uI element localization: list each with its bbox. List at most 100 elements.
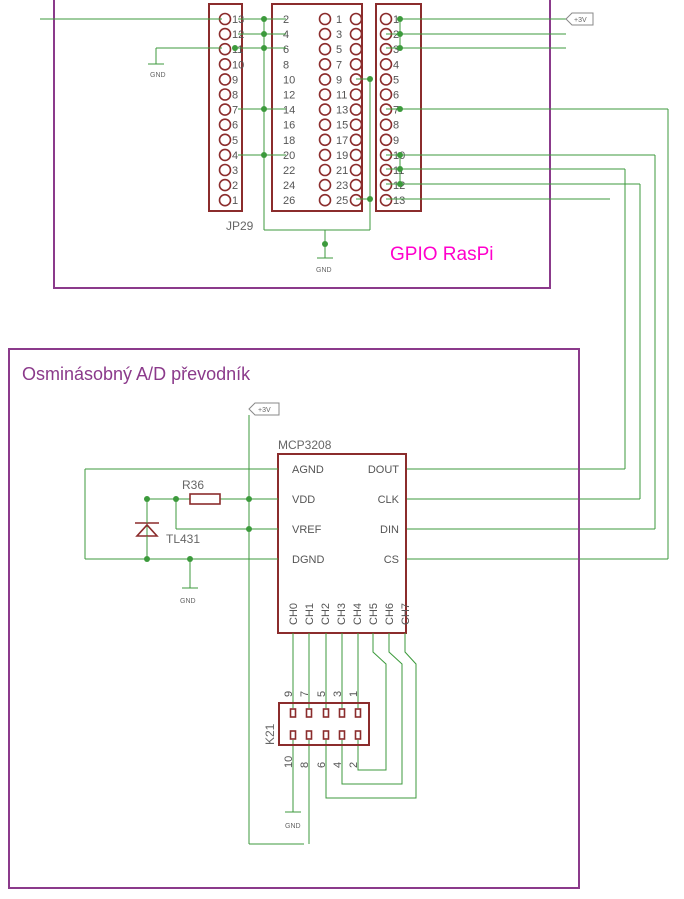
adc-wiring	[84, 415, 417, 845]
pin-number: 12	[283, 90, 295, 102]
header-pad	[218, 103, 232, 116]
supply-flag-3v: +3V	[248, 402, 280, 416]
gpio-sheet-frame	[53, 0, 551, 289]
adc-title: Osminásobný A/D převodník	[22, 364, 251, 384]
svg-text:TL431: TL431	[166, 532, 200, 546]
adc-pin-label: CH6	[384, 603, 396, 625]
pin-number: 2	[348, 762, 360, 768]
header-pad	[379, 178, 393, 192]
connector-pad	[305, 730, 313, 740]
header-pad	[318, 118, 332, 131]
svg-text:K21: K21	[263, 723, 277, 745]
adc-pin-label: AGND	[292, 464, 324, 476]
pin-number: 4	[332, 762, 344, 768]
header-pad	[318, 193, 332, 207]
pin-number: 4	[283, 29, 289, 41]
pin-number: 1	[348, 691, 360, 697]
pin-number: 2	[393, 29, 399, 41]
header-pad	[379, 58, 393, 71]
connector-pad	[338, 708, 346, 718]
pin-number: 10	[283, 74, 295, 86]
pin-number: 8	[393, 120, 399, 132]
header-pad	[318, 27, 332, 41]
pin-number: 18	[283, 135, 295, 147]
pin-number: 8	[283, 59, 289, 71]
pin-number: 2	[283, 14, 289, 26]
header-pad	[318, 103, 332, 116]
adc-pin-label: CH5	[368, 603, 380, 625]
svg-text:GND: GND	[316, 267, 332, 274]
svg-text:GND: GND	[150, 72, 166, 79]
header-pad	[349, 118, 363, 131]
adc-pin-label: VREF	[292, 524, 322, 536]
adc-pin-label: DGND	[292, 554, 324, 566]
adc-name: MCP3208	[278, 438, 332, 452]
gpio-title: GPIO RasPi	[390, 244, 493, 265]
header-pad	[379, 118, 393, 131]
header-pad	[349, 193, 363, 207]
adc-pin-label: DIN	[380, 524, 399, 536]
adc-pin-label: CH7	[400, 603, 412, 625]
pin-number: 11	[232, 44, 243, 56]
pin-number: 9	[232, 74, 238, 86]
pin-number: 4	[232, 150, 238, 162]
pin-number: 23	[336, 180, 348, 192]
pin-number: 10	[232, 59, 244, 71]
pin-number: 12	[232, 29, 244, 41]
connector-pad	[289, 730, 297, 740]
pin-number: 15	[336, 120, 348, 132]
reference-tl431: TL431	[135, 499, 200, 559]
header-pad	[379, 73, 393, 86]
pin-number: 6	[393, 90, 399, 102]
connector-pad	[305, 708, 313, 718]
pin-number: 14	[283, 105, 295, 117]
pin-number: 9	[393, 135, 399, 147]
pin-number: 9	[283, 691, 295, 697]
adc-pin-label: CH4	[352, 603, 364, 625]
header-pad	[349, 42, 363, 56]
pin-number: 20	[283, 150, 295, 162]
header-pad	[349, 163, 363, 177]
header-pad	[218, 88, 232, 101]
pin-number: 3	[332, 691, 344, 697]
svg-text:R36: R36	[182, 478, 204, 492]
header-pad	[318, 42, 332, 56]
svg-text:+3V: +3V	[258, 407, 271, 414]
header-pad	[218, 178, 232, 192]
pin-number: 16	[283, 120, 295, 132]
pin-number: 7	[336, 59, 342, 71]
pin-number: 13	[232, 14, 244, 26]
ground-symbol: GND	[316, 257, 333, 274]
pin-number: 26	[283, 195, 295, 207]
header-pad	[349, 88, 363, 101]
header-pad	[218, 42, 232, 56]
svg-text:+3V: +3V	[574, 17, 587, 24]
pin-number: 22	[283, 165, 295, 177]
header-pad	[349, 27, 363, 41]
header-pad	[318, 163, 332, 177]
pin-number: 2	[232, 180, 238, 192]
pin-number: 25	[336, 195, 348, 207]
ground-symbol: GND	[148, 63, 166, 79]
pin-number: 21	[336, 165, 348, 177]
header-pad	[349, 103, 363, 116]
pin-number: 1	[232, 195, 238, 207]
supply-flag-3v: +3V	[565, 12, 594, 26]
pin-number: 19	[336, 150, 348, 162]
header-jp29: 1312111098765432124681012141618202224261…	[208, 3, 422, 233]
connector-pad	[354, 708, 362, 718]
pin-number: 6	[283, 44, 289, 56]
adc-pin-label: CH2	[320, 603, 332, 625]
pin-number: 1	[393, 14, 399, 26]
header-pad	[318, 12, 332, 26]
header-pad	[218, 118, 232, 131]
pin-number: 5	[232, 135, 238, 147]
header-pad	[349, 148, 363, 162]
pin-number: 13	[336, 105, 348, 117]
header-pad	[218, 27, 232, 41]
header-pad	[218, 73, 232, 86]
header-pad	[218, 58, 232, 71]
header-pad	[218, 163, 232, 177]
